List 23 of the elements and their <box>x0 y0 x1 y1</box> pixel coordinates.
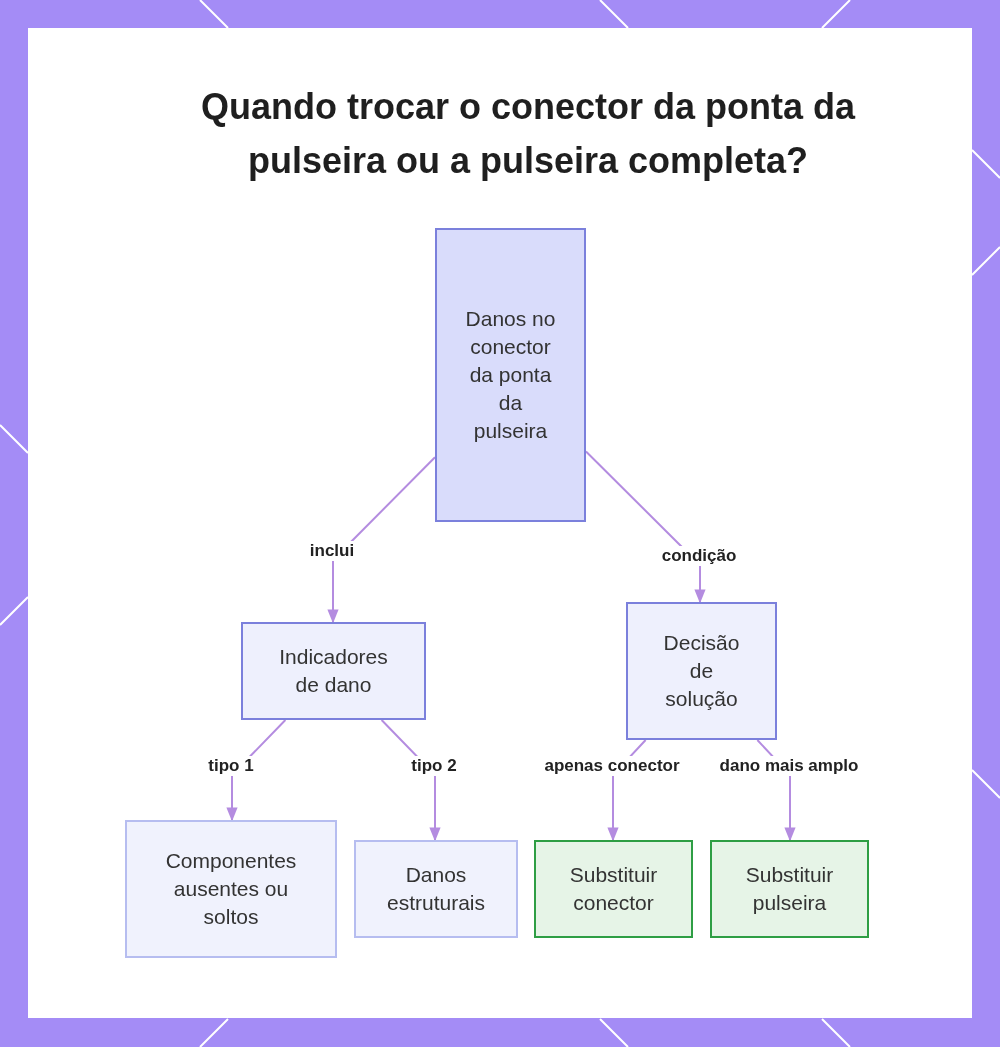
process-box <box>710 840 869 938</box>
node-text: Indicadores de dano <box>278 644 389 698</box>
edge-label: condição <box>659 546 739 566</box>
node-text: Danos estruturais <box>385 862 486 916</box>
edge-label: inclui <box>307 541 357 561</box>
process-box <box>241 622 426 720</box>
title: Quando trocar o conector da ponta da pulseira ou a pulseira completa? <box>199 85 857 183</box>
edge-label: dano mais amplo <box>717 756 861 776</box>
arrow <box>327 456 436 624</box>
node-text: Componentes ausentes ou soltos <box>164 848 298 930</box>
node-text: Substituir pulseira <box>744 862 835 916</box>
process-box <box>626 602 777 740</box>
node-text: Danos no conector da ponta da pulseira <box>464 306 557 444</box>
process-box <box>534 840 693 938</box>
process-box <box>354 840 518 938</box>
process-box <box>435 228 586 522</box>
process-box <box>125 820 337 958</box>
edge-label: tipo 2 <box>409 756 459 776</box>
arrow <box>585 450 706 604</box>
edge-label: tipo 1 <box>206 756 256 776</box>
node-text: Substituir conector <box>568 862 659 916</box>
node-text: Decisão de solução <box>662 630 741 712</box>
edge-label: apenas conector <box>542 756 682 776</box>
